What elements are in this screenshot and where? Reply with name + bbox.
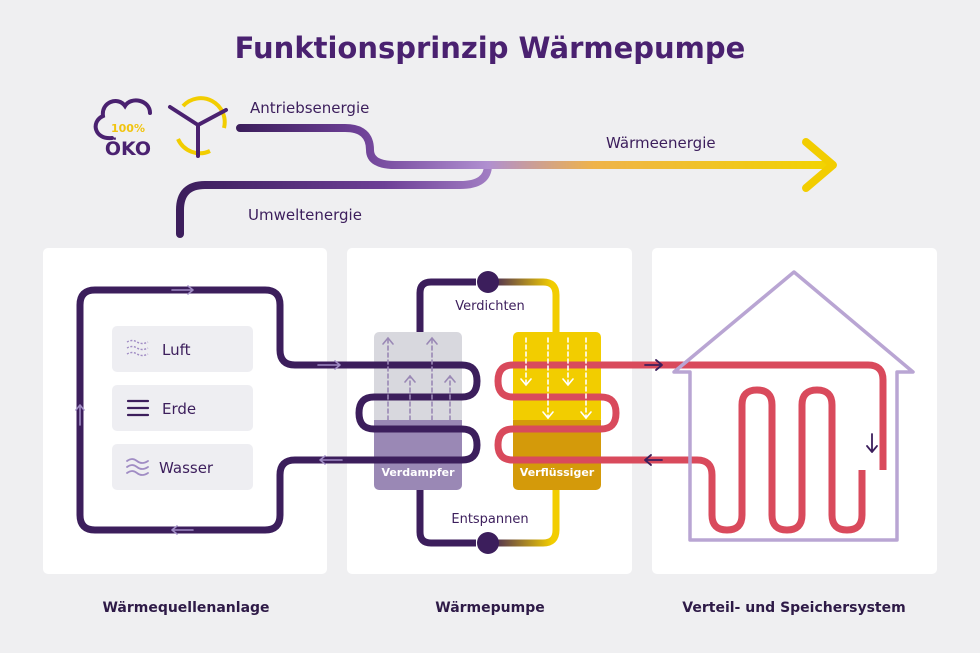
source-option-luft: Luft [112, 326, 253, 372]
refrigerant-bottom-pipe [416, 490, 476, 547]
water-icon [126, 458, 149, 476]
heat-energy-label: Wärmeenergie [606, 134, 716, 152]
compressor [477, 271, 499, 293]
source-option-wasser: Wasser [112, 444, 253, 490]
source-option-label: Wasser [159, 459, 214, 477]
source-option-erde: Erde [112, 385, 253, 431]
source-option-label: Erde [162, 400, 196, 418]
drive-energy-flow [236, 124, 834, 169]
air-icon [126, 339, 149, 357]
refrigerant-bottom-pipe-hot [488, 490, 560, 547]
environment-energy-label: Umweltenergie [248, 206, 362, 224]
heat-energy-arrowhead [802, 138, 837, 192]
pump-caption: Wärmepumpe [435, 600, 544, 616]
condenser-coil [494, 361, 620, 464]
refrigerant-top-pipe [416, 278, 476, 335]
source-caption: Wärmequellenanlage [102, 600, 269, 616]
heating-flow-arrows [644, 359, 878, 466]
evaporator-coil [355, 361, 481, 464]
drive-energy-label: Antriebsenergie [250, 99, 369, 117]
heating-supply-pipe [601, 361, 887, 470]
logo-text: ÖKO [105, 136, 151, 160]
environment-energy-flow [176, 161, 492, 238]
condenser-flow-arrows [520, 337, 592, 420]
wind-turbine-icon [168, 96, 228, 158]
compress-label: Verdichten [455, 299, 525, 314]
distribution-caption: Verteil- und Speichersystem [682, 600, 905, 616]
condenser-label: Verflüssiger [520, 466, 595, 479]
source-option-label: Luft [162, 341, 191, 359]
house-outline-icon [672, 270, 915, 542]
expansion-valve [477, 532, 499, 554]
logo-percent: 100% [111, 122, 145, 135]
refrigerant-top-pipe-hot [488, 278, 560, 335]
underfloor-heating-coil [708, 386, 866, 534]
expand-label: Entspannen [451, 512, 528, 527]
earth-icon [126, 399, 150, 417]
cloud-icon [93, 98, 152, 141]
condenser: Verflüssiger [494, 332, 620, 490]
evaporator: Verdampfer [355, 332, 481, 490]
heating-return-pipe [610, 456, 716, 515]
evaporator-flow-arrows [382, 336, 456, 421]
evaporator-label: Verdampfer [381, 466, 455, 479]
source-flow-arrows [75, 285, 343, 535]
oko-logo: 100% ÖKO [93, 96, 228, 160]
page-title: Funktionsprinzip Wärmepumpe [235, 31, 746, 65]
